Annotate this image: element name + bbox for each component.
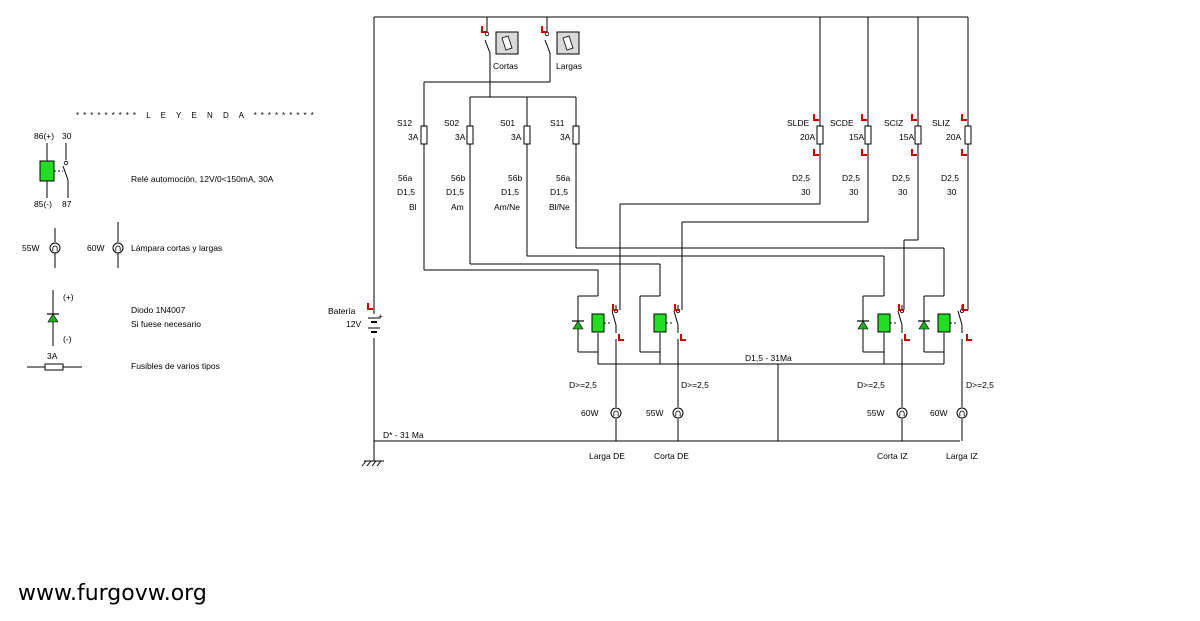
fuse-s01-rating: 3A <box>511 132 522 142</box>
fuse-s11-term: 56a <box>556 173 570 183</box>
fuse-slde-name: SLDE <box>787 118 810 128</box>
fuse-s12-rating: 3A <box>408 132 419 142</box>
legend-lamp-60w: 60W <box>87 222 124 268</box>
lamp-larga-de <box>610 407 622 419</box>
battery-voltage: 12V <box>346 319 361 329</box>
fuse-s11-rating: 3A <box>560 132 571 142</box>
fuse-s11-name: S11 <box>550 118 565 128</box>
fuse-scde-cable: D2,5 <box>842 173 860 183</box>
ground-bus-label: D1,5 - 31Ma <box>745 353 792 363</box>
fuse-slde-cable: D2,5 <box>792 173 810 183</box>
fuse-slde-rating: 20A <box>800 132 815 142</box>
lamp-corta-iz <box>896 407 908 419</box>
fuse-sciz-cable: D2,5 <box>892 173 910 183</box>
lamp-larga-de-name: Larga DE <box>589 451 625 461</box>
fuse-sliz-name: SLIZ <box>932 118 950 128</box>
fuse-sliz-cable: D2,5 <box>941 173 959 183</box>
legend-fuse-desc: Fusibles de varios tipos <box>131 361 220 371</box>
fuse-s11-color: Bl/Ne <box>549 202 570 212</box>
switch-cortas-label: Cortas <box>493 61 518 71</box>
relay-larga-iz <box>917 304 972 341</box>
legend-relay-pin-86: 86(+) <box>34 131 54 141</box>
fuse-scde-rating: 15A <box>849 132 864 142</box>
fuse-scde-term: 30 <box>849 187 859 197</box>
legend-lamp-55w: 55W <box>22 228 61 268</box>
switch-distribution <box>420 81 580 270</box>
legend-lamp-60w-label: 60W <box>87 243 104 253</box>
fuse-s12-term: 56a <box>398 173 412 183</box>
lamp-larga-iz-cable: D>=2,5 <box>966 380 994 390</box>
legend-relay-pin-30: 30 <box>62 131 72 141</box>
fuse-sliz-rating: 20A <box>946 132 961 142</box>
fuse-s02-term: 56b <box>451 173 465 183</box>
legend-lamp-55w-label: 55W <box>22 243 39 253</box>
legend-diode: (+) (-) <box>46 290 74 346</box>
legend-fuse: 3A <box>27 351 82 371</box>
power-fuses <box>813 17 972 310</box>
lamp-larga-iz-power: 60W <box>930 408 947 418</box>
fuse-scde-name: SCDE <box>830 118 854 128</box>
legend-diode-minus: (-) <box>63 334 72 344</box>
lamp-corta-de <box>672 407 684 419</box>
legend-relay-desc: Relé automoción, 12V/0<150mA, 30A <box>131 174 274 184</box>
lamp-corta-de-cable: D>=2,5 <box>681 380 709 390</box>
lamp-corta-iz-name: Corta IZ <box>877 451 908 461</box>
lamp-larga-iz-name: Larga IZ <box>946 451 978 461</box>
legend-fuse-rating: 3A <box>47 351 58 361</box>
fuse-s12-name: S12 <box>397 118 412 128</box>
lamp-corta-iz-power: 55W <box>867 408 884 418</box>
fuse-sciz-rating: 15A <box>899 132 914 142</box>
fuse-s01-name: S01 <box>500 118 515 128</box>
relay-corta-de <box>653 304 686 341</box>
lamp-corta-iz-cable: D>=2,5 <box>857 380 885 390</box>
fuse-s01-term: 56b <box>508 173 522 183</box>
fuse-s02-rating: 3A <box>455 132 466 142</box>
switch-largas[interactable] <box>541 17 580 82</box>
lamp-corta-de-name: Corta DE <box>654 451 689 461</box>
legend-title: ********* L E Y E N D A ********* <box>76 111 318 120</box>
main-wiring <box>361 16 968 467</box>
lamp-larga-iz <box>956 407 968 419</box>
fuse-sliz-term: 30 <box>947 187 957 197</box>
switch-cortas[interactable] <box>481 17 519 82</box>
battery-label: Batería <box>328 306 356 316</box>
watermark: www.furgovw.org <box>18 581 207 606</box>
legend-diode-plus: (+) <box>63 292 74 302</box>
fuse-s02-cable: D1,5 <box>446 187 464 197</box>
legend-relay-pin-85: 85(-) <box>34 199 52 209</box>
legend-diode-desc-2: Si fuese necesario <box>131 319 201 329</box>
fuse-s02-color: Am <box>451 202 464 212</box>
fuse-slde-term: 30 <box>801 187 811 197</box>
fuse-sciz-term: 30 <box>898 187 908 197</box>
lamp-larga-de-power: 60W <box>581 408 598 418</box>
fuse-sciz-name: SCIZ <box>884 118 903 128</box>
main-ground-label: D* - 31 Ma <box>383 430 424 440</box>
legend-diode-desc-1: Diodo 1N4007 <box>131 305 186 315</box>
lamp-larga-de-cable: D>=2,5 <box>569 380 597 390</box>
fuse-s12-color: Bl <box>409 202 417 212</box>
fuse-s01-cable: D1,5 <box>501 187 519 197</box>
legend-relay-symbol: 86(+) 30 85(-) 87 <box>34 131 72 209</box>
fuse-s01-color: Am/Ne <box>494 202 520 212</box>
switch-largas-label: Largas <box>556 61 582 71</box>
battery-plus: + <box>378 311 383 321</box>
legend-relay-pin-87: 87 <box>62 199 72 209</box>
fuse-s11-cable: D1,5 <box>550 187 568 197</box>
fuse-s02-name: S02 <box>444 118 459 128</box>
legend-lamp-desc: Lámpara cortas y largas <box>131 243 222 253</box>
fuse-s12-cable: D1,5 <box>397 187 415 197</box>
lamp-corta-de-power: 55W <box>646 408 663 418</box>
